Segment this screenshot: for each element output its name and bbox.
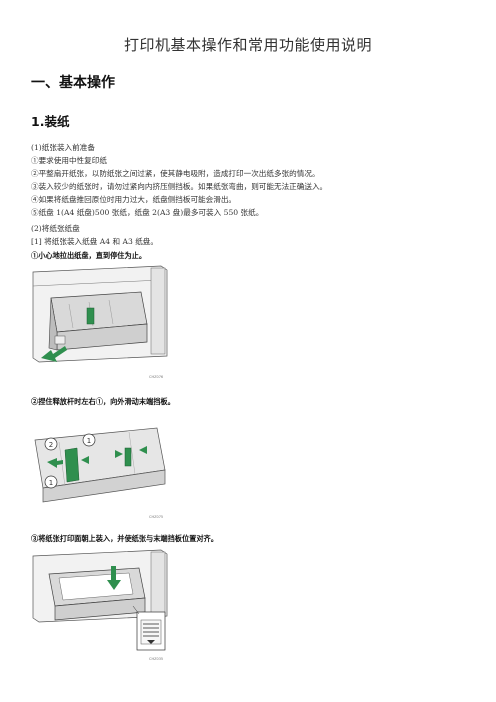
step-3-caption: ③将纸张打印面朝上装入，并使纸张与末端挡板位置对齐。 xyxy=(31,534,218,543)
marker-label: 2 xyxy=(49,441,53,449)
figure-code: CHZ035 xyxy=(149,657,163,661)
tray-section: (2)将纸张纸盘 [1] 将纸张装入纸盘 A4 和 A3 纸盘。 xyxy=(31,222,158,248)
prep-item: ①要求使用中性复印纸 xyxy=(31,156,107,165)
subsection-heading-load-paper: 1.装纸 xyxy=(31,114,70,129)
prep-item: ④如果将纸盘推回原位时用力过大，纸盘侧挡板可能会滑出。 xyxy=(31,195,237,204)
prep-item: ⑤纸盘 1(A4 纸盘)500 张纸，纸盘 2(A3 盘)最多可装入 550 张… xyxy=(31,208,264,217)
prep-heading: (1)纸张装入前准备 xyxy=(31,143,95,152)
marker-label: 1 xyxy=(87,437,91,445)
step-1-caption: ①小心地拉出纸盘，直到停住为止。 xyxy=(31,251,147,260)
figure-pull-tray: CHZ076 xyxy=(29,262,171,382)
prep-section: (1)纸张装入前准备 ①要求使用中性复印纸 ②平整扇开纸张，以防纸张之间过紧，使… xyxy=(31,141,327,219)
figure-load-paper: CHZ035 xyxy=(29,546,171,664)
section-heading-basic-operation: 一、基本操作 xyxy=(31,75,115,91)
marker-label: 1 xyxy=(49,479,53,487)
figure-code: CHZ076 xyxy=(149,375,163,379)
figure-slide-end-fence: 2 1 1 CHZ075 xyxy=(29,410,171,522)
figure-code: CHZ075 xyxy=(149,515,163,519)
step-2-caption: ②捏住释放杆时左右①，向外滑动末端挡板。 xyxy=(31,397,175,406)
document-title: 打印机基本操作和常用功能使用说明 xyxy=(123,36,372,54)
tray-heading: (2)将纸张纸盘 xyxy=(31,224,80,233)
prep-item: ②平整扇开纸张，以防纸张之间过紧，使其静电吸附，造成打印一次出纸多张的情况。 xyxy=(31,169,320,178)
prep-item: ③装入较少的纸张时，请勿过紧向内挤压侧挡板。如果纸张弯曲，则可能无法正确送入。 xyxy=(31,182,328,191)
tray-subheading: [1] 将纸张装入纸盘 A4 和 A3 纸盘。 xyxy=(31,237,158,246)
